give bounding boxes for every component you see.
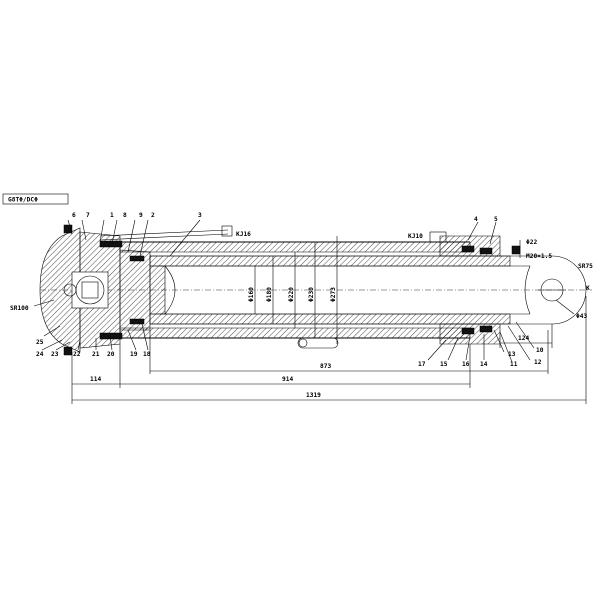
part-label-13: 13 bbox=[508, 351, 516, 358]
diameter-label-160: Φ160 bbox=[248, 287, 255, 302]
callout-phi43: Φ43 bbox=[576, 313, 587, 320]
part-label-8: 8 bbox=[123, 212, 127, 219]
dimension-label-114: 114 bbox=[90, 376, 101, 383]
part-label-24: 24 bbox=[36, 351, 44, 358]
part-label-19: 19 bbox=[130, 351, 138, 358]
bottom-support bbox=[297, 337, 339, 349]
dimension-114: 114 bbox=[71, 344, 121, 388]
dimension-label-124: 124 bbox=[518, 335, 529, 342]
part-label-5: 5 bbox=[494, 216, 498, 223]
dimension-1319: 13 19 bbox=[71, 296, 587, 404]
callout-m20: M20×1.5 bbox=[526, 253, 552, 260]
part-label-18: 18 bbox=[143, 351, 151, 358]
callout-sr100: SR100 bbox=[10, 305, 29, 312]
sr100-callout: SR100 bbox=[10, 299, 55, 312]
right-gland bbox=[429, 231, 501, 345]
callout-sr75: SR75 bbox=[578, 263, 593, 270]
barrel-wall-bottom bbox=[119, 327, 471, 339]
part-label-4: 4 bbox=[474, 216, 478, 223]
dimension-label-873: 873 bbox=[320, 363, 331, 370]
part-label-7: 7 bbox=[86, 212, 90, 219]
part-label-2: 2 bbox=[151, 212, 155, 219]
dimension-873: 873 bbox=[149, 330, 549, 374]
part-label-20: 20 bbox=[107, 351, 115, 358]
dimension-label-1319: 1319 bbox=[306, 392, 321, 399]
part-label-9: 9 bbox=[139, 212, 143, 219]
diameter-label-273: Φ273 bbox=[330, 287, 337, 302]
part-label-3: 3 bbox=[198, 212, 202, 219]
part-label-1: 1 bbox=[110, 212, 114, 219]
callout-kj10: KJ10 bbox=[408, 233, 423, 240]
diameter-label-220: Φ220 bbox=[288, 287, 295, 302]
title-box-label: G8TΦ/DCΦ bbox=[8, 197, 38, 204]
part-label-14: 14 bbox=[480, 361, 488, 368]
part-label-21: 21 bbox=[92, 351, 100, 358]
cylinder-barrel bbox=[119, 241, 471, 339]
leaders-right-top: 4 5 Φ22 M20×1.5 SR75 K Φ43 bbox=[467, 216, 593, 320]
diameter-lines: Φ160 Φ180 Φ220 Φ230 Φ273 bbox=[248, 236, 338, 344]
leaders-bottom-right: 17 15 16 14 13 11 12 10 bbox=[418, 321, 544, 368]
callout-k: K bbox=[586, 285, 590, 292]
dimension-label-914: 914 bbox=[282, 376, 293, 383]
dimension-124: 124 bbox=[499, 324, 553, 348]
part-label-23: 23 bbox=[51, 351, 59, 358]
port-top bbox=[99, 225, 233, 241]
left-head bbox=[39, 224, 151, 356]
leaders-top: 6 7 1 8 9 2 3 KJ16 KJ10 bbox=[67, 212, 423, 257]
callout-kj16: KJ16 bbox=[236, 231, 251, 238]
diameter-label-230: Φ230 bbox=[308, 287, 315, 302]
part-label-6: 6 bbox=[72, 212, 76, 219]
title-box: G8TΦ/DCΦ bbox=[2, 193, 69, 205]
barrel-wall-top bbox=[119, 241, 471, 253]
part-label-16: 16 bbox=[462, 361, 470, 368]
rod-end bbox=[510, 245, 587, 325]
part-label-17: 17 bbox=[418, 361, 426, 368]
piston bbox=[149, 265, 176, 315]
piston-rod bbox=[149, 255, 511, 325]
part-label-11: 11 bbox=[510, 361, 518, 368]
part-label-15: 15 bbox=[440, 361, 448, 368]
callout-phi22: Φ22 bbox=[526, 239, 537, 246]
part-label-12: 12 bbox=[534, 359, 542, 366]
part-label-22: 22 bbox=[73, 351, 81, 358]
leaders-bottom-left: 25 24 23 22 21 20 19 18 bbox=[36, 323, 151, 358]
part-label-25: 25 bbox=[36, 339, 44, 346]
diameter-label-180: Φ180 bbox=[266, 287, 273, 302]
part-label-10: 10 bbox=[536, 347, 544, 354]
dimension-914: 914 bbox=[120, 344, 471, 388]
